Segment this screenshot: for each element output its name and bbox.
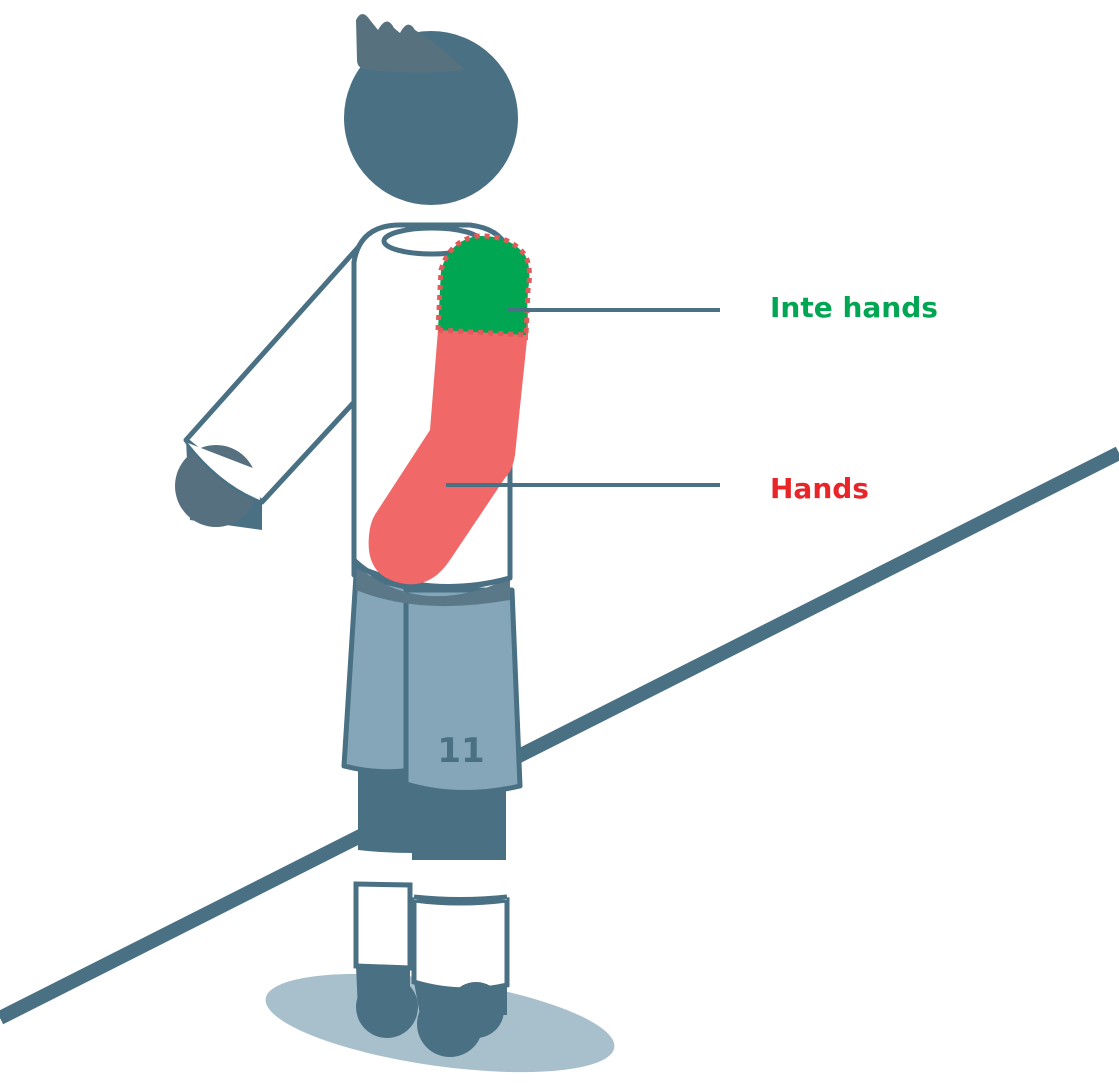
left-leg (356, 760, 418, 1038)
shorts (344, 565, 520, 793)
jersey-number: 11 (437, 731, 484, 771)
not-hands-label: Inte hands (770, 291, 938, 324)
head (344, 14, 518, 205)
left-arm (175, 243, 362, 530)
right-leg (414, 780, 507, 1057)
ground-line (0, 453, 1119, 1018)
not-hands-zone (438, 236, 529, 335)
hands-label: Hands (770, 472, 869, 505)
